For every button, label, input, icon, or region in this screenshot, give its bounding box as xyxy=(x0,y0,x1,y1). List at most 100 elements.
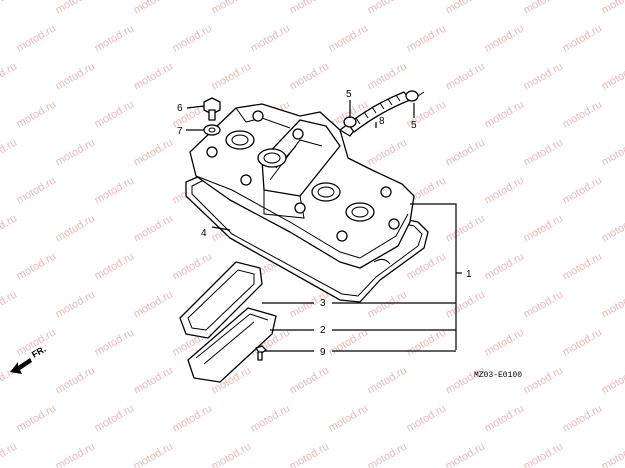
watermark-text: motod.ru xyxy=(132,364,176,396)
watermark-text: motod.ru xyxy=(522,60,566,92)
watermark-text: motod.ru xyxy=(327,22,371,54)
watermark-text: motod.ru xyxy=(132,0,176,17)
watermark-text: motod.ru xyxy=(15,98,59,130)
watermark-text: motod.ru xyxy=(522,364,566,396)
watermark-text: motod.ru xyxy=(522,0,566,17)
watermark-text: motod.ru xyxy=(249,402,293,434)
watermark-text: motod.ru xyxy=(54,364,98,396)
watermark-text: motod.ru xyxy=(93,326,137,358)
watermark-text: motod.ru xyxy=(0,440,19,468)
callout-5b: 5 xyxy=(411,120,417,131)
callout-1: 1 xyxy=(466,269,472,280)
watermark-text: motod.ru xyxy=(366,440,410,468)
watermark-text: motod.ru xyxy=(15,402,59,434)
watermark-text: motod.ru xyxy=(600,440,625,468)
watermark-text: motod.ru xyxy=(522,288,566,320)
watermark-text: motod.ru xyxy=(561,98,605,130)
watermark-text: motod.ru xyxy=(561,22,605,54)
watermark-text: motod.ru xyxy=(405,402,449,434)
watermark-text: motod.ru xyxy=(444,364,488,396)
callout-4: 4 xyxy=(201,228,207,239)
watermark-text: motod.ru xyxy=(54,440,98,468)
watermark-text: motod.ru xyxy=(444,212,488,244)
watermark-text: motod.ru xyxy=(522,136,566,168)
callout-9: 9 xyxy=(320,347,326,358)
watermark-text: motod.ru xyxy=(561,250,605,282)
watermark-text: motod.ru xyxy=(93,250,137,282)
watermark-text: motod.ru xyxy=(405,326,449,358)
callout-8: 8 xyxy=(379,116,385,127)
watermark-text: motod.ru xyxy=(54,288,98,320)
watermark-text: motod.ru xyxy=(444,288,488,320)
watermark-text: motod.ru xyxy=(54,136,98,168)
watermark-text: motod.ru xyxy=(93,402,137,434)
watermark-text: motod.ru xyxy=(600,288,625,320)
watermark-text: motod.ru xyxy=(132,136,176,168)
watermark-text: motod.ru xyxy=(93,22,137,54)
watermark-text: motod.ru xyxy=(210,440,254,468)
watermark-text: motod.ru xyxy=(483,326,527,358)
watermark-text: motod.ru xyxy=(210,60,254,92)
rubber-washer xyxy=(203,124,221,136)
watermark-text: motod.ru xyxy=(0,136,19,168)
breather-separator-plate xyxy=(187,307,277,383)
watermark-text: motod.ru xyxy=(288,0,332,17)
watermark-text: motod.ru xyxy=(366,0,410,17)
watermark-text: motod.ru xyxy=(93,98,137,130)
watermark-text: motod.ru xyxy=(15,174,59,206)
watermark-text: motod.ru xyxy=(171,402,215,434)
tube-clip-lower xyxy=(343,116,357,128)
separator-gasket xyxy=(179,261,263,339)
watermark-text: motod.ru xyxy=(366,60,410,92)
watermark-text: motod.ru xyxy=(15,250,59,282)
tube-clip-upper xyxy=(405,90,425,102)
callout-5a: 5 xyxy=(346,89,352,100)
watermark-text: motod.ru xyxy=(600,136,625,168)
watermark-text: motod.ru xyxy=(366,136,410,168)
watermark-text: motod.ru xyxy=(288,60,332,92)
watermark-text: motod.ru xyxy=(54,212,98,244)
watermark-text: motod.ru xyxy=(366,288,410,320)
watermark-text: motod.ru xyxy=(600,364,625,396)
watermark-text: motod.ru xyxy=(210,0,254,17)
watermark-text: motod.ru xyxy=(93,174,137,206)
callout-3: 3 xyxy=(320,298,326,309)
watermark-text: motod.ru xyxy=(327,402,371,434)
watermark-text: motod.ru xyxy=(600,0,625,17)
leader-lines xyxy=(186,100,462,352)
watermark-text: motod.ru xyxy=(54,0,98,17)
watermark-text: motod.ru xyxy=(444,136,488,168)
callout-6: 6 xyxy=(177,103,183,114)
watermark-text: motod.ru xyxy=(54,60,98,92)
watermark-text: motod.ru xyxy=(600,212,625,244)
watermark-text: motod.ru xyxy=(288,440,332,468)
watermark-text: motod.ru xyxy=(0,212,19,244)
watermark-text: motod.ru xyxy=(561,174,605,206)
watermark-text: motod.ru xyxy=(132,440,176,468)
watermark-text: motod.ru xyxy=(561,402,605,434)
watermark-text: motod.ru xyxy=(483,250,527,282)
watermark-text: motod.ru xyxy=(483,174,527,206)
watermark-text: motod.ru xyxy=(483,22,527,54)
cover-bolt xyxy=(203,97,221,121)
watermark-text: motod.ru xyxy=(132,60,176,92)
diagram-code: MZ03-E0100 xyxy=(474,371,522,380)
plate-screw xyxy=(255,345,267,361)
watermark-text: motod.ru xyxy=(171,22,215,54)
watermark-text: motod.ru xyxy=(483,98,527,130)
watermark-text: motod.ru xyxy=(249,22,293,54)
watermark-text: motod.ru xyxy=(600,60,625,92)
watermark-text: motod.ru xyxy=(171,250,215,282)
watermark-text: motod.ru xyxy=(0,288,19,320)
watermark-text: motod.ru xyxy=(522,212,566,244)
watermark-text: motod.ru xyxy=(483,402,527,434)
watermark-text: motod.ru xyxy=(444,440,488,468)
callout-7: 7 xyxy=(177,126,183,137)
watermark-text: motod.ru xyxy=(0,60,19,92)
watermark-text: motod.ru xyxy=(132,212,176,244)
watermark-text: motod.ru xyxy=(561,326,605,358)
watermark-text: motod.ru xyxy=(444,60,488,92)
watermark-text: motod.ru xyxy=(405,22,449,54)
watermark-text: motod.ru xyxy=(0,0,19,17)
